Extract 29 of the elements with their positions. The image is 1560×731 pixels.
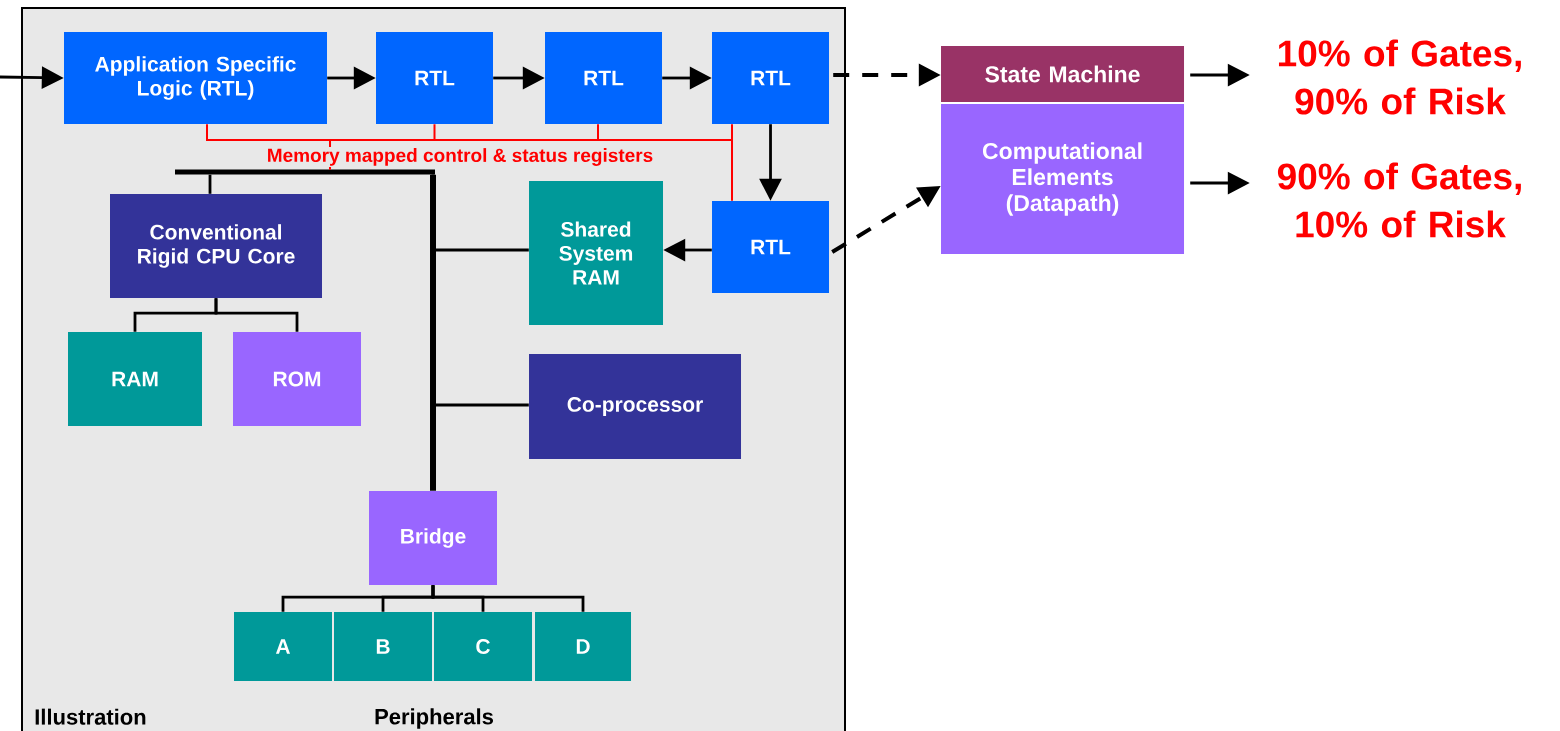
memory-box: RAM — [68, 332, 202, 426]
datapath-box: Computational Elements (Datapath) — [941, 104, 1184, 254]
bus-line — [208, 174, 212, 194]
bus-line — [431, 585, 585, 612]
edge-label: Memory mapped control & status registers — [265, 147, 655, 167]
risk-text: 90% of Gates, 10% of Risk — [1277, 162, 1521, 238]
logic-box: RTL — [712, 201, 829, 293]
node-label: C — [476, 639, 491, 654]
bus-line — [214, 298, 299, 332]
register-line — [329, 139, 733, 202]
logic-box: RTL — [712, 32, 829, 124]
node-label: A — [275, 639, 291, 654]
state-machine-box: State Machine — [941, 46, 1184, 102]
logic-box: Application Specific Logic (RTL) — [64, 32, 327, 124]
node-label: B — [376, 639, 390, 654]
risk-text: 10% of Gates, 90% of Risk — [1279, 39, 1521, 115]
bus-line — [430, 174, 436, 491]
peripheral-box: B — [334, 612, 432, 681]
logic-box: RTL — [545, 32, 662, 124]
memory-box: ROM — [233, 332, 361, 426]
peripheral-box: A — [234, 612, 332, 681]
cpu-box: Conventional Rigid CPU Core — [110, 194, 322, 298]
bridge-box: Bridge — [369, 491, 497, 585]
peripheral-box: D — [535, 612, 631, 681]
memory-box: Shared System RAM — [529, 181, 663, 325]
coprocessor-box: Co-processor — [529, 354, 741, 459]
logic-box: RTL — [376, 32, 493, 124]
peripheral-box: C — [434, 612, 532, 681]
group-label: Peripherals — [375, 708, 494, 729]
